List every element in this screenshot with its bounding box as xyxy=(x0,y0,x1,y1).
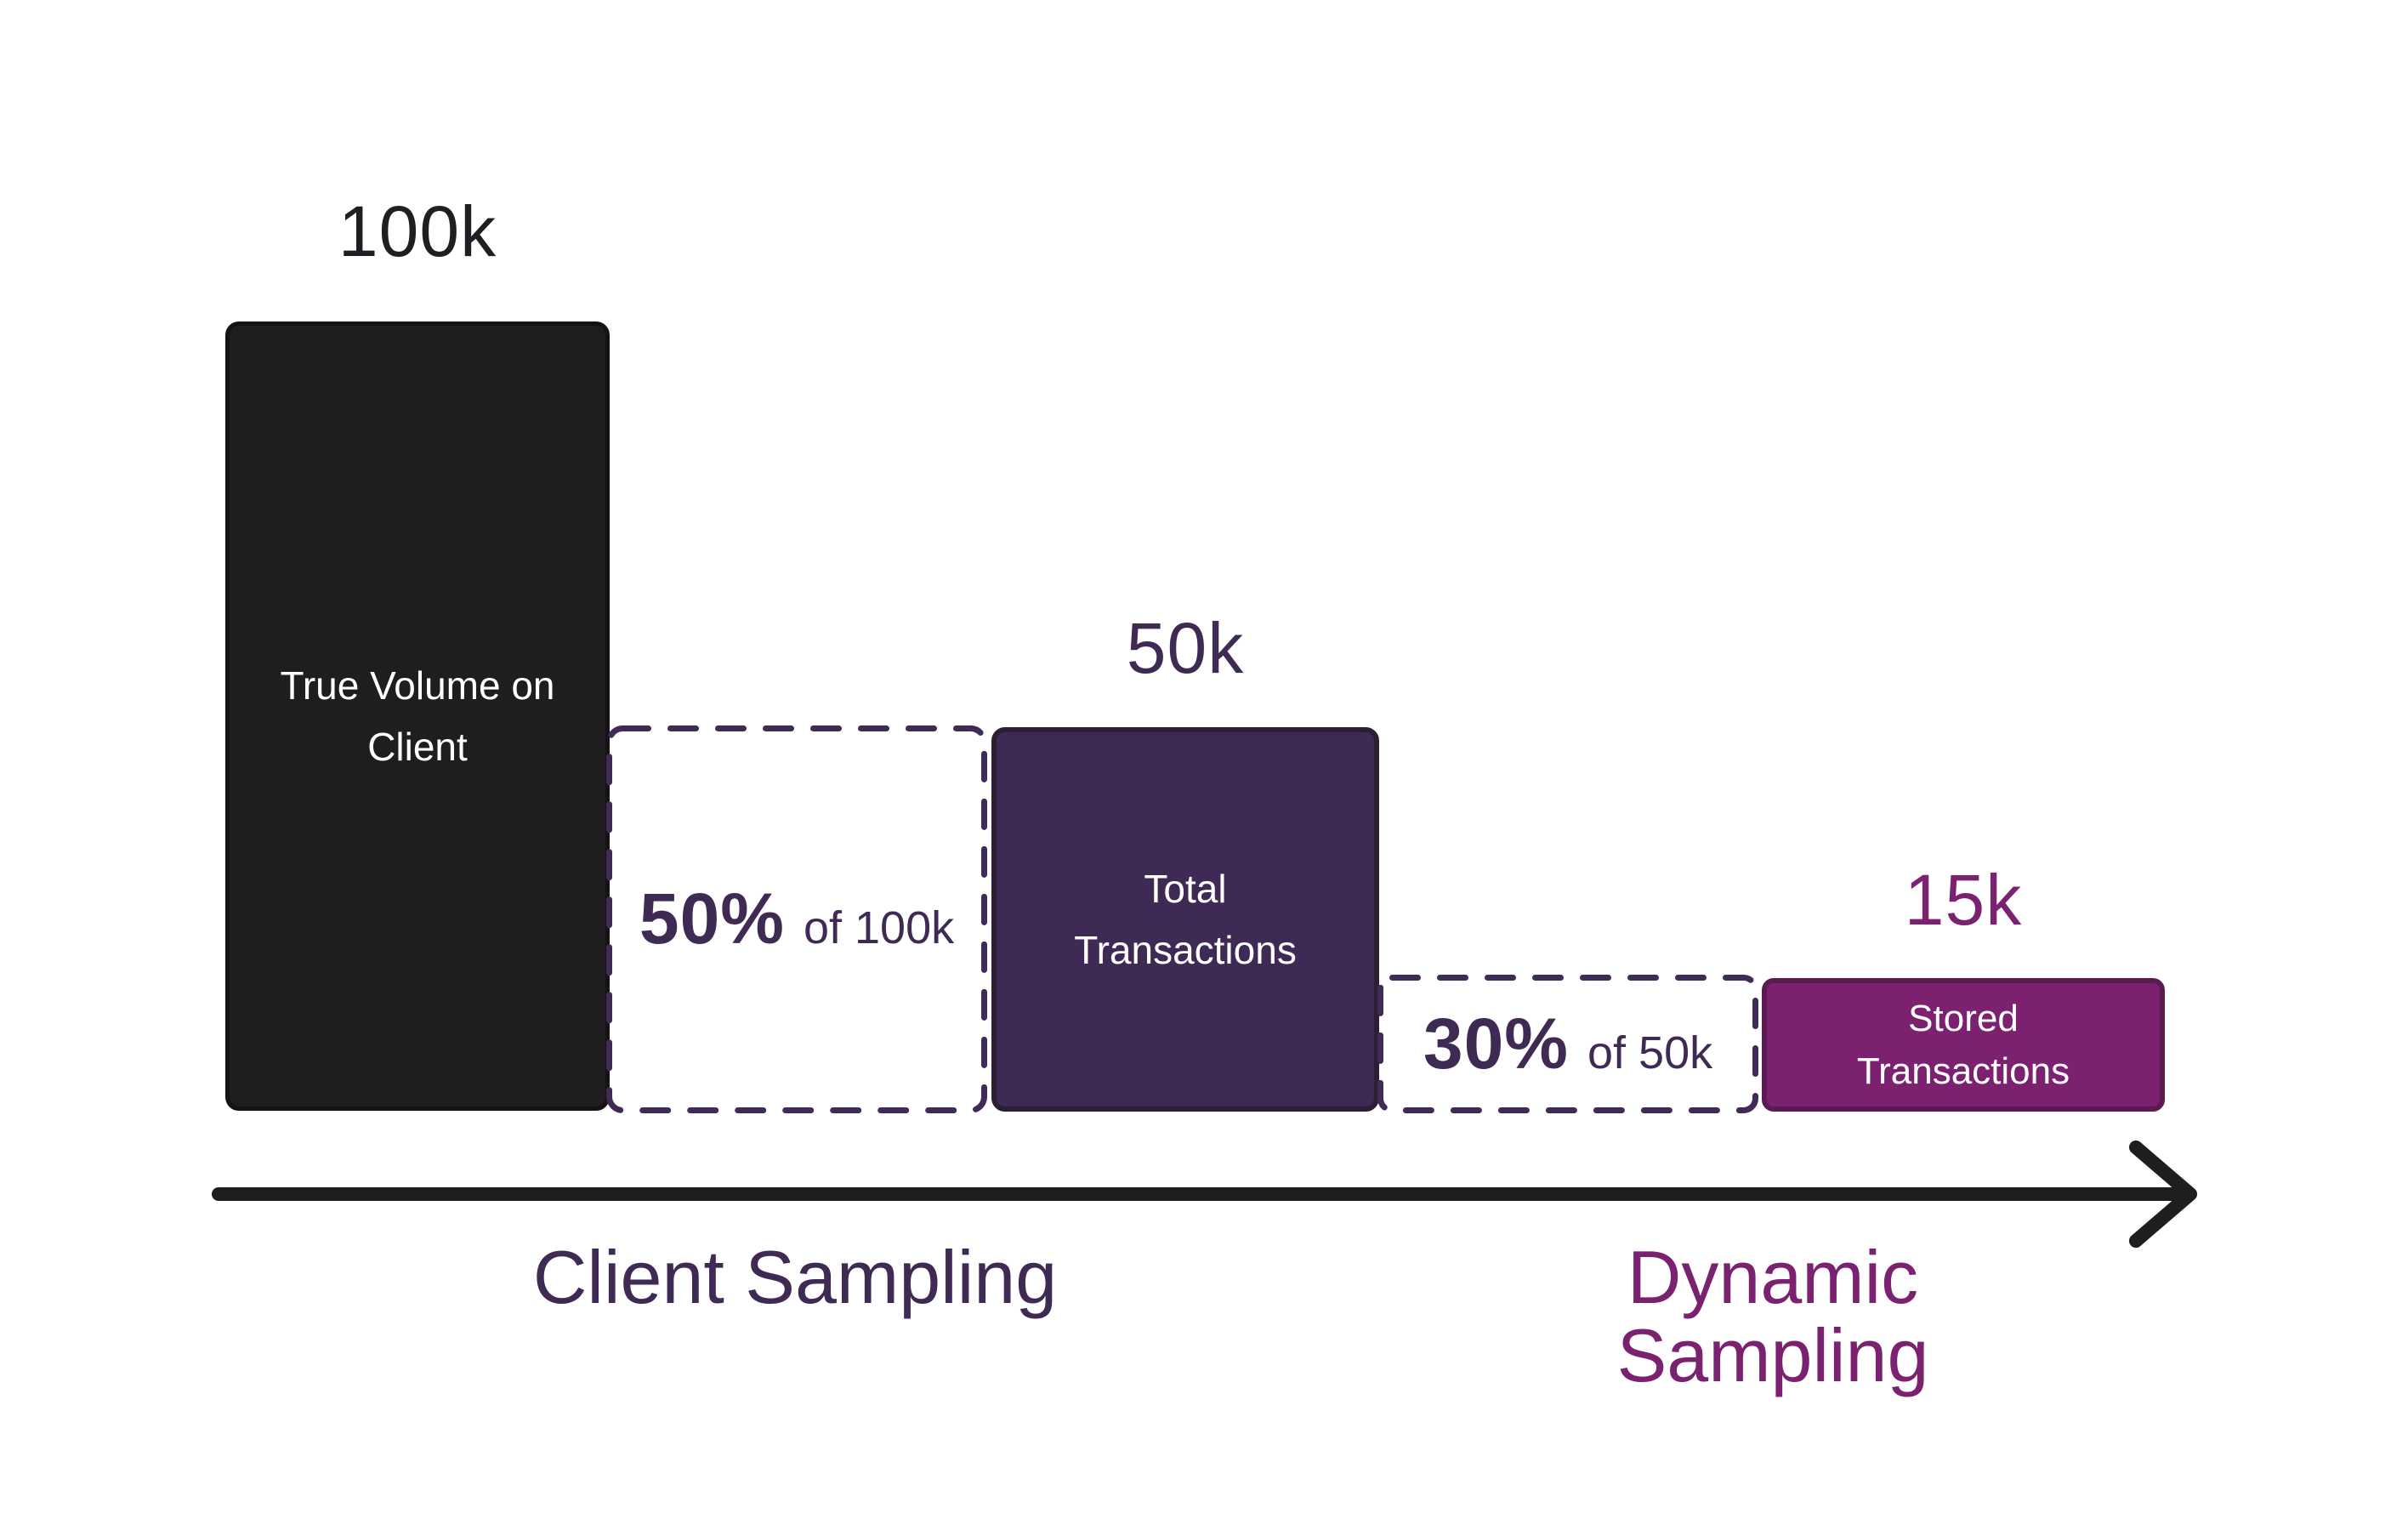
total-transactions-bar: Total Transactions xyxy=(991,727,1379,1112)
true-volume-bar-label: True Volume on Client xyxy=(280,655,554,777)
stored-transactions-label-line1: Stored xyxy=(1908,997,2019,1039)
dynamic-sampling-axis-label: Dynamic Sampling xyxy=(1616,1235,1929,1397)
stored-transactions-bar: Stored Transactions xyxy=(1762,978,2165,1112)
total-transactions-label-line1: Total xyxy=(1144,867,1227,911)
total-transactions-label-line2: Transactions xyxy=(1074,928,1297,972)
true-volume-bar-label-line1: True Volume on xyxy=(280,663,555,708)
dynamic-sampling-rate: 30% of 50k xyxy=(1377,975,1758,1113)
true-volume-bar: True Volume on Client xyxy=(225,321,610,1111)
client-sampling-dashed-box xyxy=(606,725,987,1113)
arrow-head xyxy=(2129,1141,2197,1248)
total-value-label: 50k xyxy=(1126,608,1245,688)
client-sampling-rate: 50% of 100k xyxy=(606,727,987,1110)
dynamic-sampling-rate-value: 30% xyxy=(1423,1004,1569,1084)
client-sampling-axis-label: Client Sampling xyxy=(532,1235,1058,1319)
client-sampling-dashed-rect xyxy=(606,725,987,1113)
flow-axis-arrow-icon xyxy=(212,1141,2197,1248)
client-sampling-rate-value: 50% xyxy=(639,878,785,959)
stored-transactions-bar-label: Stored Transactions xyxy=(1857,993,2070,1098)
dynamic-sampling-dashed-rect xyxy=(1377,975,1758,1113)
true-volume-bar-label-line2: Client xyxy=(367,725,468,769)
dynamic-sampling-rate-of: of 50k xyxy=(1587,1027,1713,1078)
stored-transactions-label-line2: Transactions xyxy=(1856,1050,2070,1092)
source-value-label: 100k xyxy=(338,191,497,271)
client-sampling-rate-of: of 100k xyxy=(803,902,955,953)
dynamic-sampling-dashed-box xyxy=(1377,975,1758,1113)
stored-value-label: 15k xyxy=(1904,860,2023,940)
total-transactions-bar-label: Total Transactions xyxy=(1074,858,1297,981)
